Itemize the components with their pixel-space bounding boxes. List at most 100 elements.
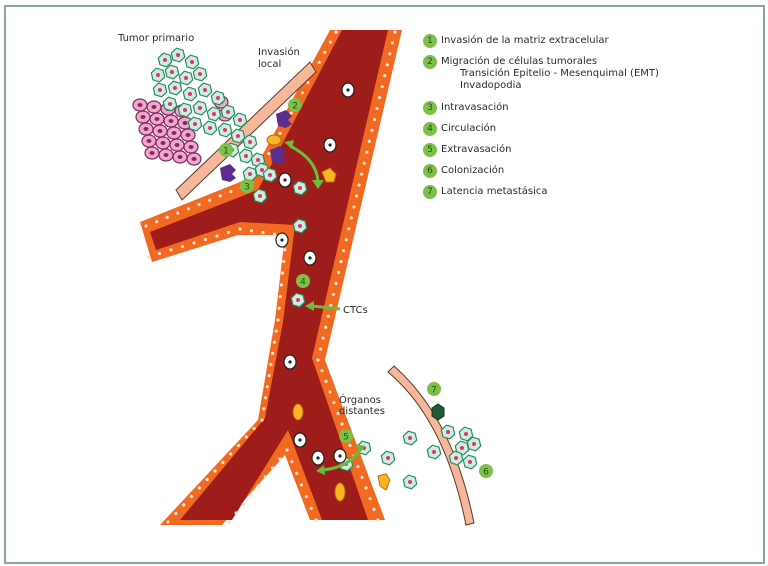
endothelial-nucleus <box>378 96 382 100</box>
endothelial-nucleus <box>256 484 260 488</box>
epithelial-nucleus <box>151 105 157 109</box>
endothelial-nucleus <box>249 493 253 497</box>
legend-label: Extravasación <box>441 144 512 155</box>
endothelial-nucleus <box>234 511 238 515</box>
step-marker-1 <box>219 143 233 157</box>
endothelial-nucleus <box>265 385 269 389</box>
endothelial-nucleus <box>336 411 340 415</box>
tumor-nucleus <box>432 450 436 454</box>
tumor-nucleus <box>460 446 464 450</box>
tumor-nucleus <box>258 194 262 198</box>
endothelial-nucleus <box>364 486 368 490</box>
endothelial-nucleus <box>393 30 397 34</box>
tumor-nucleus <box>256 158 260 162</box>
tumor-nucleus <box>248 172 252 176</box>
endothelial-nucleus <box>241 502 246 506</box>
endothelial-nucleus <box>282 259 286 264</box>
tumor-nucleus <box>260 168 264 172</box>
arrowhead <box>356 444 365 454</box>
legend-marker: 5 <box>423 143 437 157</box>
tumor-cells <box>150 47 482 490</box>
endothelial-nucleus <box>332 401 336 405</box>
endothelial-nucleus <box>324 379 328 383</box>
endothelial-nucleus <box>144 224 148 228</box>
endothelial-nucleus <box>176 211 180 215</box>
endothelial-nucleus <box>226 230 231 235</box>
epithelial-nucleus <box>163 153 169 157</box>
endothelial-nucleus <box>347 227 351 231</box>
endothelial-nucleus <box>218 194 222 198</box>
legend-label: Invasión de la matriz extracelular <box>441 35 609 46</box>
endothelial-nucleus <box>267 152 271 156</box>
label-primary-tumor: Tumor primario <box>117 33 194 44</box>
endothelial-nucleus <box>328 40 332 44</box>
macrophage <box>276 110 292 128</box>
arrowhead <box>316 465 325 475</box>
step-marker-label: 1 <box>223 147 229 157</box>
label-ctcs: CTCs <box>343 305 368 316</box>
wbc-nucleus <box>298 438 302 442</box>
endothelial-nucleus <box>260 418 264 422</box>
endothelial-nucleus <box>272 232 277 236</box>
legend-sublabel: Invadopodia <box>460 80 522 91</box>
legend-marker: 3 <box>423 101 437 115</box>
tumor-nucleus <box>464 432 468 436</box>
epithelial-nucleus <box>174 143 180 147</box>
tumor-nucleus <box>454 456 458 460</box>
label-local-invasion-1: Invasión <box>258 46 300 58</box>
endothelial-nucleus <box>205 477 209 482</box>
endothelial-nucleus <box>299 483 304 487</box>
endothelial-nucleus <box>329 303 333 307</box>
arrowhead <box>284 140 294 149</box>
endothelial-nucleus <box>354 194 359 198</box>
legend-label: Latencia metastásica <box>441 186 548 197</box>
tumor-nucleus <box>244 154 248 158</box>
endothelial-nucleus <box>362 161 366 165</box>
endothelial-nucleus <box>267 373 271 378</box>
arrowhead <box>305 301 314 311</box>
endothelial-nucleus <box>276 318 280 322</box>
wbc-nucleus <box>280 238 284 242</box>
endothelial-nucleus <box>197 486 201 490</box>
endothelial-nucleus <box>146 255 150 259</box>
label-local-invasion-2: local <box>258 59 281 70</box>
white-blood-cells <box>275 82 355 466</box>
endothelial-nucleus <box>372 117 377 122</box>
endothelial-nucleus <box>331 292 335 296</box>
tumor-nucleus <box>446 430 450 434</box>
endothelial-nucleus <box>174 511 178 516</box>
tumor-nucleus <box>184 76 188 80</box>
endothelial-nucleus <box>348 443 352 447</box>
tumor-nucleus <box>248 140 252 144</box>
tumor-nucleus <box>296 298 300 302</box>
endothelial-nucleus <box>318 347 323 351</box>
endothelial-nucleus <box>344 238 348 242</box>
tumor-nucleus <box>163 58 167 62</box>
tumor-nucleus <box>193 122 197 126</box>
tumor-nucleus <box>156 73 160 77</box>
arrowhead <box>312 180 324 189</box>
endothelial-nucleus <box>249 229 254 233</box>
wbc-nucleus <box>288 360 292 364</box>
endothelial-nucleus <box>380 85 384 89</box>
endothelial-nucleus <box>383 74 387 78</box>
endothelial-nucleus <box>262 407 266 411</box>
endothelial-nucleus <box>309 506 313 510</box>
legend-marker: 4 <box>423 122 437 136</box>
endothelial-nucleus <box>274 329 278 333</box>
dormant-cell <box>431 403 445 421</box>
endothelial-nucleus <box>365 150 369 154</box>
endothelial-nucleus <box>375 106 379 111</box>
tumor-nucleus <box>176 53 180 57</box>
endothelial-nucleus <box>376 518 380 522</box>
basement-membrane-distant <box>387 365 475 526</box>
endothelial-nucleus <box>323 50 327 54</box>
legend-marker: 7 <box>423 185 437 199</box>
endothelial-nucleus <box>215 234 219 238</box>
endothelial-nucleus <box>340 422 344 426</box>
endothelial-nucleus <box>388 52 392 56</box>
endothelial-nucleus <box>349 216 353 220</box>
endothelial-nucleus <box>285 448 289 452</box>
endothelial-nucleus <box>390 41 395 45</box>
